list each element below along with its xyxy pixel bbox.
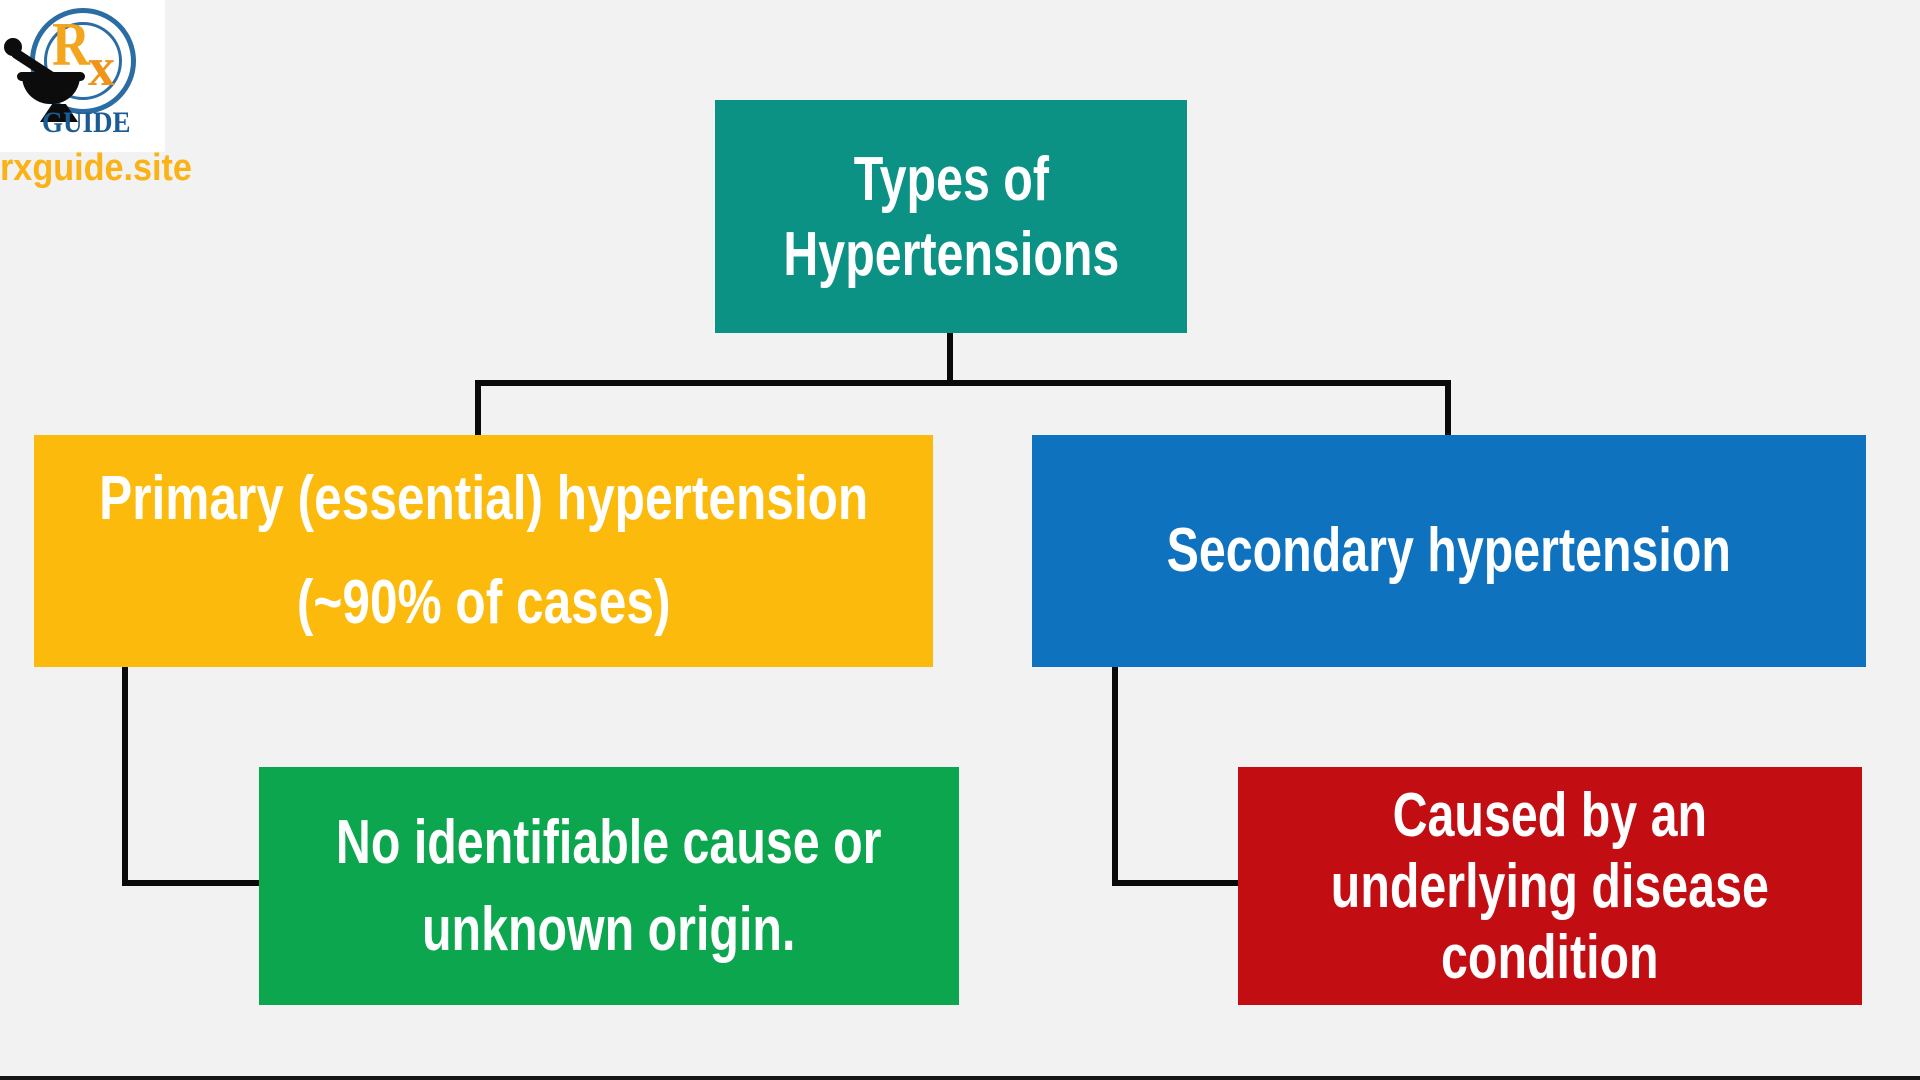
- node-text: Caused by an underlying disease conditio…: [1331, 780, 1769, 993]
- logo-inner-circle-icon: [44, 22, 122, 100]
- node-text: Types of Hypertensions: [783, 142, 1119, 292]
- logo-monogram-x: x: [88, 37, 115, 97]
- node-text-line: condition: [1441, 922, 1659, 992]
- node-text: No identifiable cause or unknown origin.: [336, 799, 882, 973]
- pestle-knob-icon: [4, 38, 22, 56]
- types-of-hypertensions-node: Types of Hypertensions: [715, 100, 1187, 333]
- connector-secondary-note-vertical: [1112, 667, 1118, 886]
- node-text-line: No identifiable cause or: [336, 808, 882, 877]
- node-text-line: (~90% of cases): [296, 568, 671, 637]
- node-text-line: underlying disease: [1330, 851, 1770, 921]
- site-url-text: rxguide.site: [0, 147, 192, 189]
- connector-secondary-note-horizontal: [1112, 880, 1242, 886]
- node-text-line: Types of: [853, 144, 1049, 214]
- logo-brand-text: GUIDE: [42, 106, 131, 139]
- node-text-line: Primary (essential) hypertension: [98, 464, 869, 533]
- connector-root-stem: [947, 333, 953, 386]
- connector-branch-horizontal: [475, 380, 1451, 386]
- primary-hypertension-node: Primary (essential) hypertension (~90% o…: [34, 435, 933, 667]
- primary-cause-note-node: No identifiable cause or unknown origin.: [259, 767, 959, 1005]
- node-text-line: unknown origin.: [422, 895, 796, 964]
- secondary-hypertension-node: Secondary hypertension: [1032, 435, 1866, 667]
- node-text-line: Hypertensions: [783, 219, 1119, 289]
- bottom-edge-strip: [0, 1076, 1920, 1080]
- node-text-line: Caused by an: [1392, 780, 1708, 850]
- mortar-foot-icon: [40, 104, 78, 122]
- node-text: Secondary hypertension: [1167, 516, 1731, 586]
- connector-primary-note-horizontal: [122, 880, 262, 886]
- connector-primary-note-vertical: [122, 667, 128, 886]
- logo-monogram-r: R: [52, 11, 91, 79]
- node-text: Primary (essential) hypertension (~90% o…: [99, 447, 868, 655]
- connector-drop-primary: [475, 380, 481, 435]
- node-text-line: Secondary hypertension: [1166, 516, 1732, 585]
- logo-background: R x GUIDE: [0, 0, 165, 152]
- secondary-cause-note-node: Caused by an underlying disease conditio…: [1238, 767, 1862, 1005]
- connector-drop-secondary: [1445, 380, 1451, 435]
